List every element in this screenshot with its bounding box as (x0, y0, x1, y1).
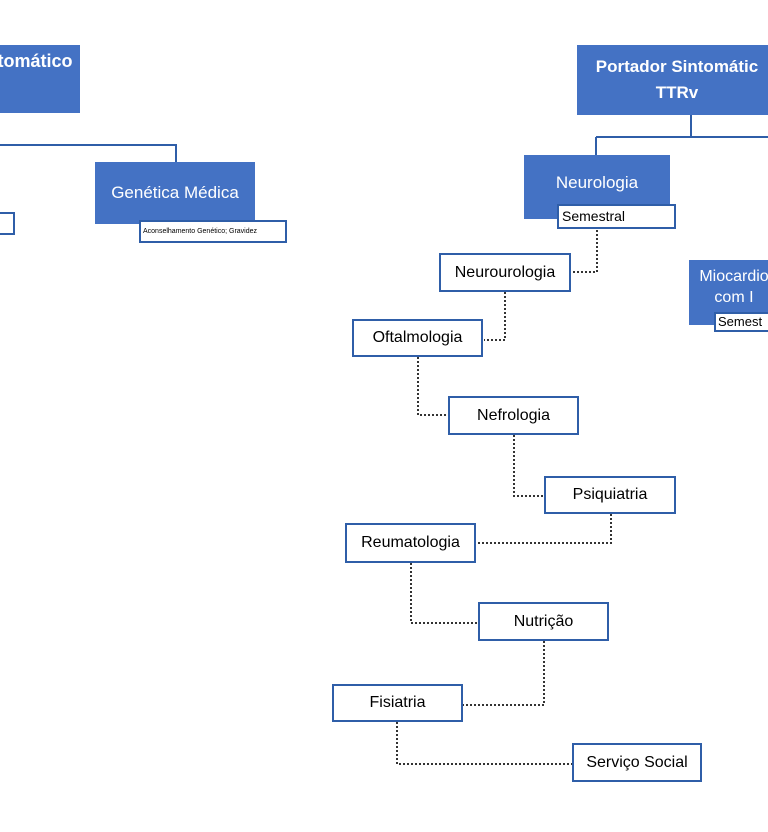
miocardio-tag: Semest (714, 312, 768, 332)
fisiatria-box: Fisiatria (332, 684, 463, 722)
nutricao-box: Nutrição (478, 602, 609, 641)
miocardio-title: Miocardio com I (699, 268, 768, 306)
dotted-connector-psiquiatria-reumatologia (476, 514, 612, 544)
psiquiatria-box: Psiquiatria (544, 476, 676, 514)
dotted-connector-nefrologia-psiquiatria (513, 435, 545, 497)
portador-sintomatico-label: Portador Sintomátic TTRv (595, 57, 759, 102)
reumatologia-label: Reumatologia (361, 534, 460, 551)
dotted-connector-oftalmologia-nefrologia (417, 357, 448, 416)
dotted-connector-nutricao-fisiatria (463, 641, 545, 706)
dotted-connector-neurologia-neurourologia (572, 230, 598, 273)
genetica-medica-title: Genética Médica (111, 183, 239, 202)
servico-social-label: Serviço Social (586, 753, 688, 771)
left-stub-box (0, 212, 15, 235)
servico-social-box: Serviço Social (572, 743, 702, 782)
oftalmologia-label: Oftalmologia (372, 329, 463, 346)
psiquiatria-label: Psiquiatria (572, 486, 648, 503)
genetica-medica-tag: Aconselhamento Genético; Gravidez (139, 220, 287, 243)
genetica-medica-box: Genética Médica (95, 162, 255, 224)
dotted-connector-neurourologia-oftalmologia (484, 292, 506, 341)
left-top-box: tomático (0, 45, 80, 113)
oftalmologia-box: Oftalmologia (352, 319, 483, 357)
neurologia-title: Neurologia (555, 173, 639, 192)
fisiatria-label: Fisiatria (369, 694, 426, 711)
portador-sintomatico-box: Portador Sintomátic TTRv (577, 45, 768, 115)
left-top-box-label: tomático (0, 51, 73, 71)
solid-connector-left (0, 144, 177, 162)
nefrologia-box: Nefrologia (448, 396, 579, 435)
dotted-connector-fisiatria-servico-social (396, 722, 572, 765)
nutricao-label: Nutrição (513, 612, 574, 630)
dotted-connector-reumatologia-nutricao (410, 563, 479, 624)
neurourologia-box: Neurourologia (439, 253, 571, 292)
nefrologia-label: Nefrologia (477, 406, 550, 424)
neurourologia-label: Neurourologia (454, 263, 556, 281)
reumatologia-box: Reumatologia (345, 523, 476, 563)
neurologia-tag: Semestral (557, 204, 676, 229)
